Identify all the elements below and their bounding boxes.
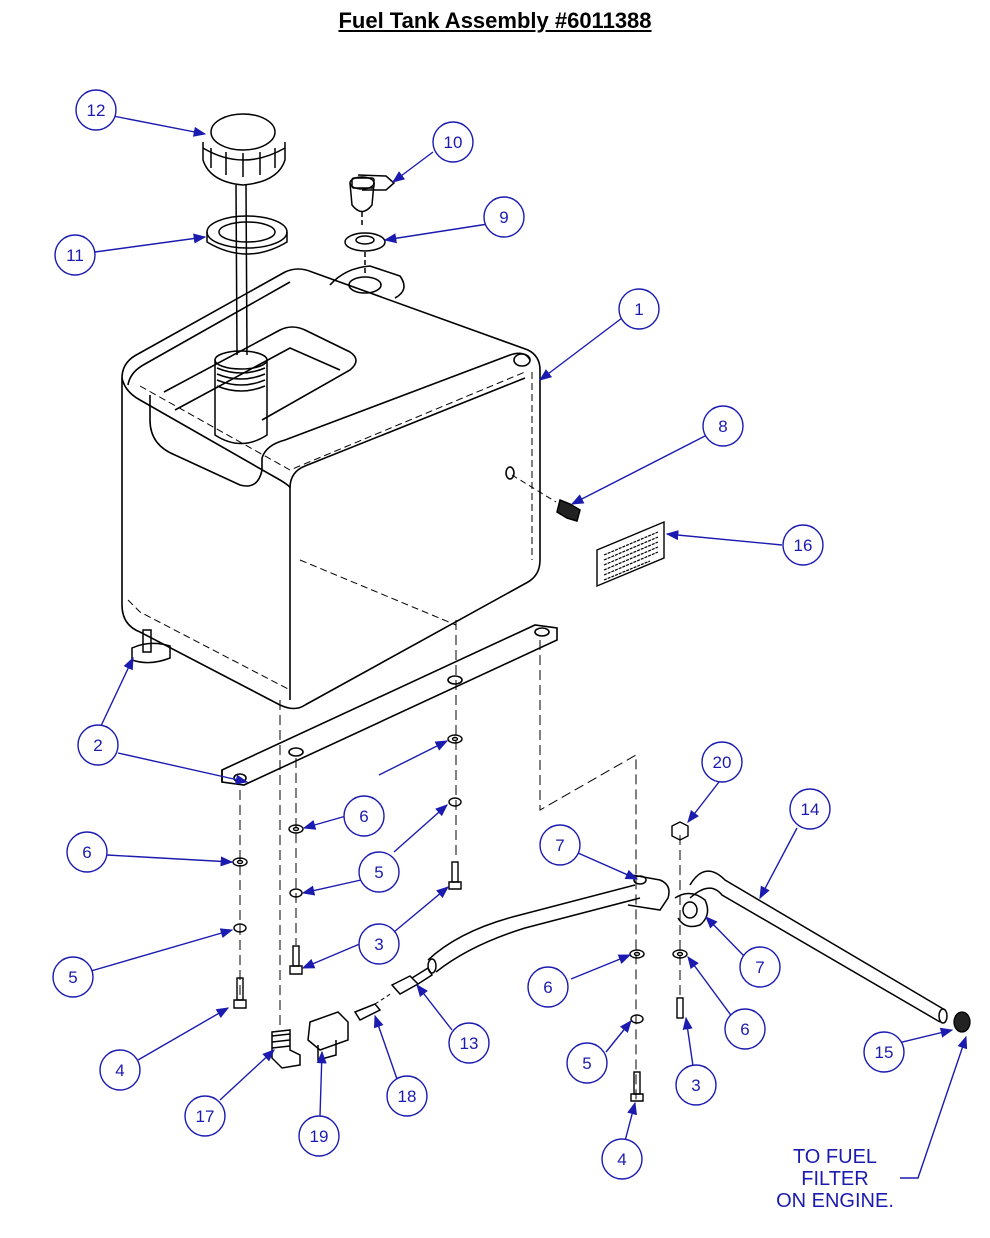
svg-text:6: 6	[543, 978, 552, 997]
note-line: ON ENGINE.	[776, 1190, 894, 1212]
callout-1: 1	[618, 288, 660, 330]
svg-text:20: 20	[713, 753, 732, 772]
mounting-strap	[221, 624, 558, 786]
svg-text:10: 10	[444, 133, 463, 152]
fuel-filter-note: TO FUEL FILTER ON ENGINE.	[760, 1146, 910, 1212]
callout-6: 6	[724, 1008, 766, 1050]
callout-bubbles: 12 10 9 11 1 8 16 2 6 20 14 7 6 5 5 3 7 …	[52, 89, 905, 1180]
svg-text:4: 4	[115, 1061, 124, 1080]
hardware-lower-right	[629, 949, 645, 1102]
callout-3: 3	[675, 1064, 717, 1106]
warning-decal	[596, 520, 665, 588]
filler-neck	[214, 350, 268, 445]
svg-text:15: 15	[875, 1043, 894, 1062]
callout-11: 11	[54, 234, 96, 276]
callout-8: 8	[702, 405, 744, 447]
callout-5: 5	[566, 1042, 608, 1084]
callout-19: 19	[298, 1115, 340, 1157]
callout-5: 5	[52, 956, 94, 998]
callout-6: 6	[343, 795, 385, 837]
callout-18: 18	[386, 1075, 428, 1117]
svg-text:5: 5	[582, 1054, 591, 1073]
svg-text:4: 4	[617, 1150, 626, 1169]
svg-text:13: 13	[460, 1034, 479, 1053]
svg-text:5: 5	[68, 968, 77, 987]
svg-text:1: 1	[634, 300, 643, 319]
callout-13: 13	[448, 1022, 490, 1064]
note-line: FILTER	[801, 1168, 869, 1190]
shutoff-valve-assembly	[271, 966, 434, 1069]
vent-fitting	[349, 174, 396, 228]
fuel-line	[689, 870, 948, 1024]
callout-15: 15	[863, 1031, 905, 1073]
filler-gasket	[206, 215, 288, 255]
callout-7: 7	[739, 946, 781, 988]
svg-text:3: 3	[691, 1076, 700, 1095]
hose-clamps	[627, 874, 709, 928]
mounting-pin	[131, 629, 171, 664]
filter-fitting	[953, 1011, 971, 1033]
svg-text:17: 17	[196, 1107, 215, 1126]
svg-text:8: 8	[718, 417, 727, 436]
callout-3: 3	[358, 923, 400, 965]
callout-17: 17	[184, 1095, 226, 1137]
callout-4: 4	[99, 1049, 141, 1091]
svg-text:18: 18	[398, 1087, 417, 1106]
filler-cap	[202, 113, 286, 356]
drain-plug	[511, 474, 581, 522]
callout-10: 10	[432, 121, 474, 163]
callout-12: 12	[75, 89, 117, 131]
svg-text:14: 14	[801, 800, 820, 819]
callout-6: 6	[527, 966, 569, 1008]
leader-lines	[90, 115, 968, 1179]
callout-9: 9	[483, 196, 525, 238]
tank-hidden-edges	[127, 371, 533, 691]
fuel-tank	[121, 265, 541, 710]
callout-2: 2	[77, 724, 119, 766]
svg-text:9: 9	[499, 208, 508, 227]
svg-text:6: 6	[359, 807, 368, 826]
callout-20: 20	[701, 741, 743, 783]
callout-14: 14	[789, 788, 831, 830]
note-line: TO FUEL	[792, 1146, 878, 1168]
svg-text:7: 7	[755, 958, 764, 977]
svg-text:16: 16	[794, 536, 813, 555]
callout-7: 7	[539, 824, 581, 866]
callout-6: 6	[66, 831, 108, 873]
hardware-strap-right	[447, 734, 463, 890]
callout-16: 16	[782, 524, 824, 566]
svg-text:5: 5	[374, 863, 383, 882]
fuel-hose	[427, 884, 641, 974]
svg-text:12: 12	[87, 101, 106, 120]
svg-text:6: 6	[740, 1020, 749, 1039]
svg-text:2: 2	[93, 736, 102, 755]
svg-text:7: 7	[555, 836, 564, 855]
svg-text:11: 11	[66, 246, 84, 265]
page-title: Fuel Tank Assembly #6011388	[338, 8, 652, 33]
svg-text:19: 19	[310, 1127, 329, 1146]
hardware-far-right	[671, 821, 689, 1019]
callout-5: 5	[358, 851, 400, 893]
svg-text:6: 6	[82, 843, 91, 862]
svg-text:3: 3	[374, 935, 383, 954]
callout-4: 4	[601, 1138, 643, 1180]
